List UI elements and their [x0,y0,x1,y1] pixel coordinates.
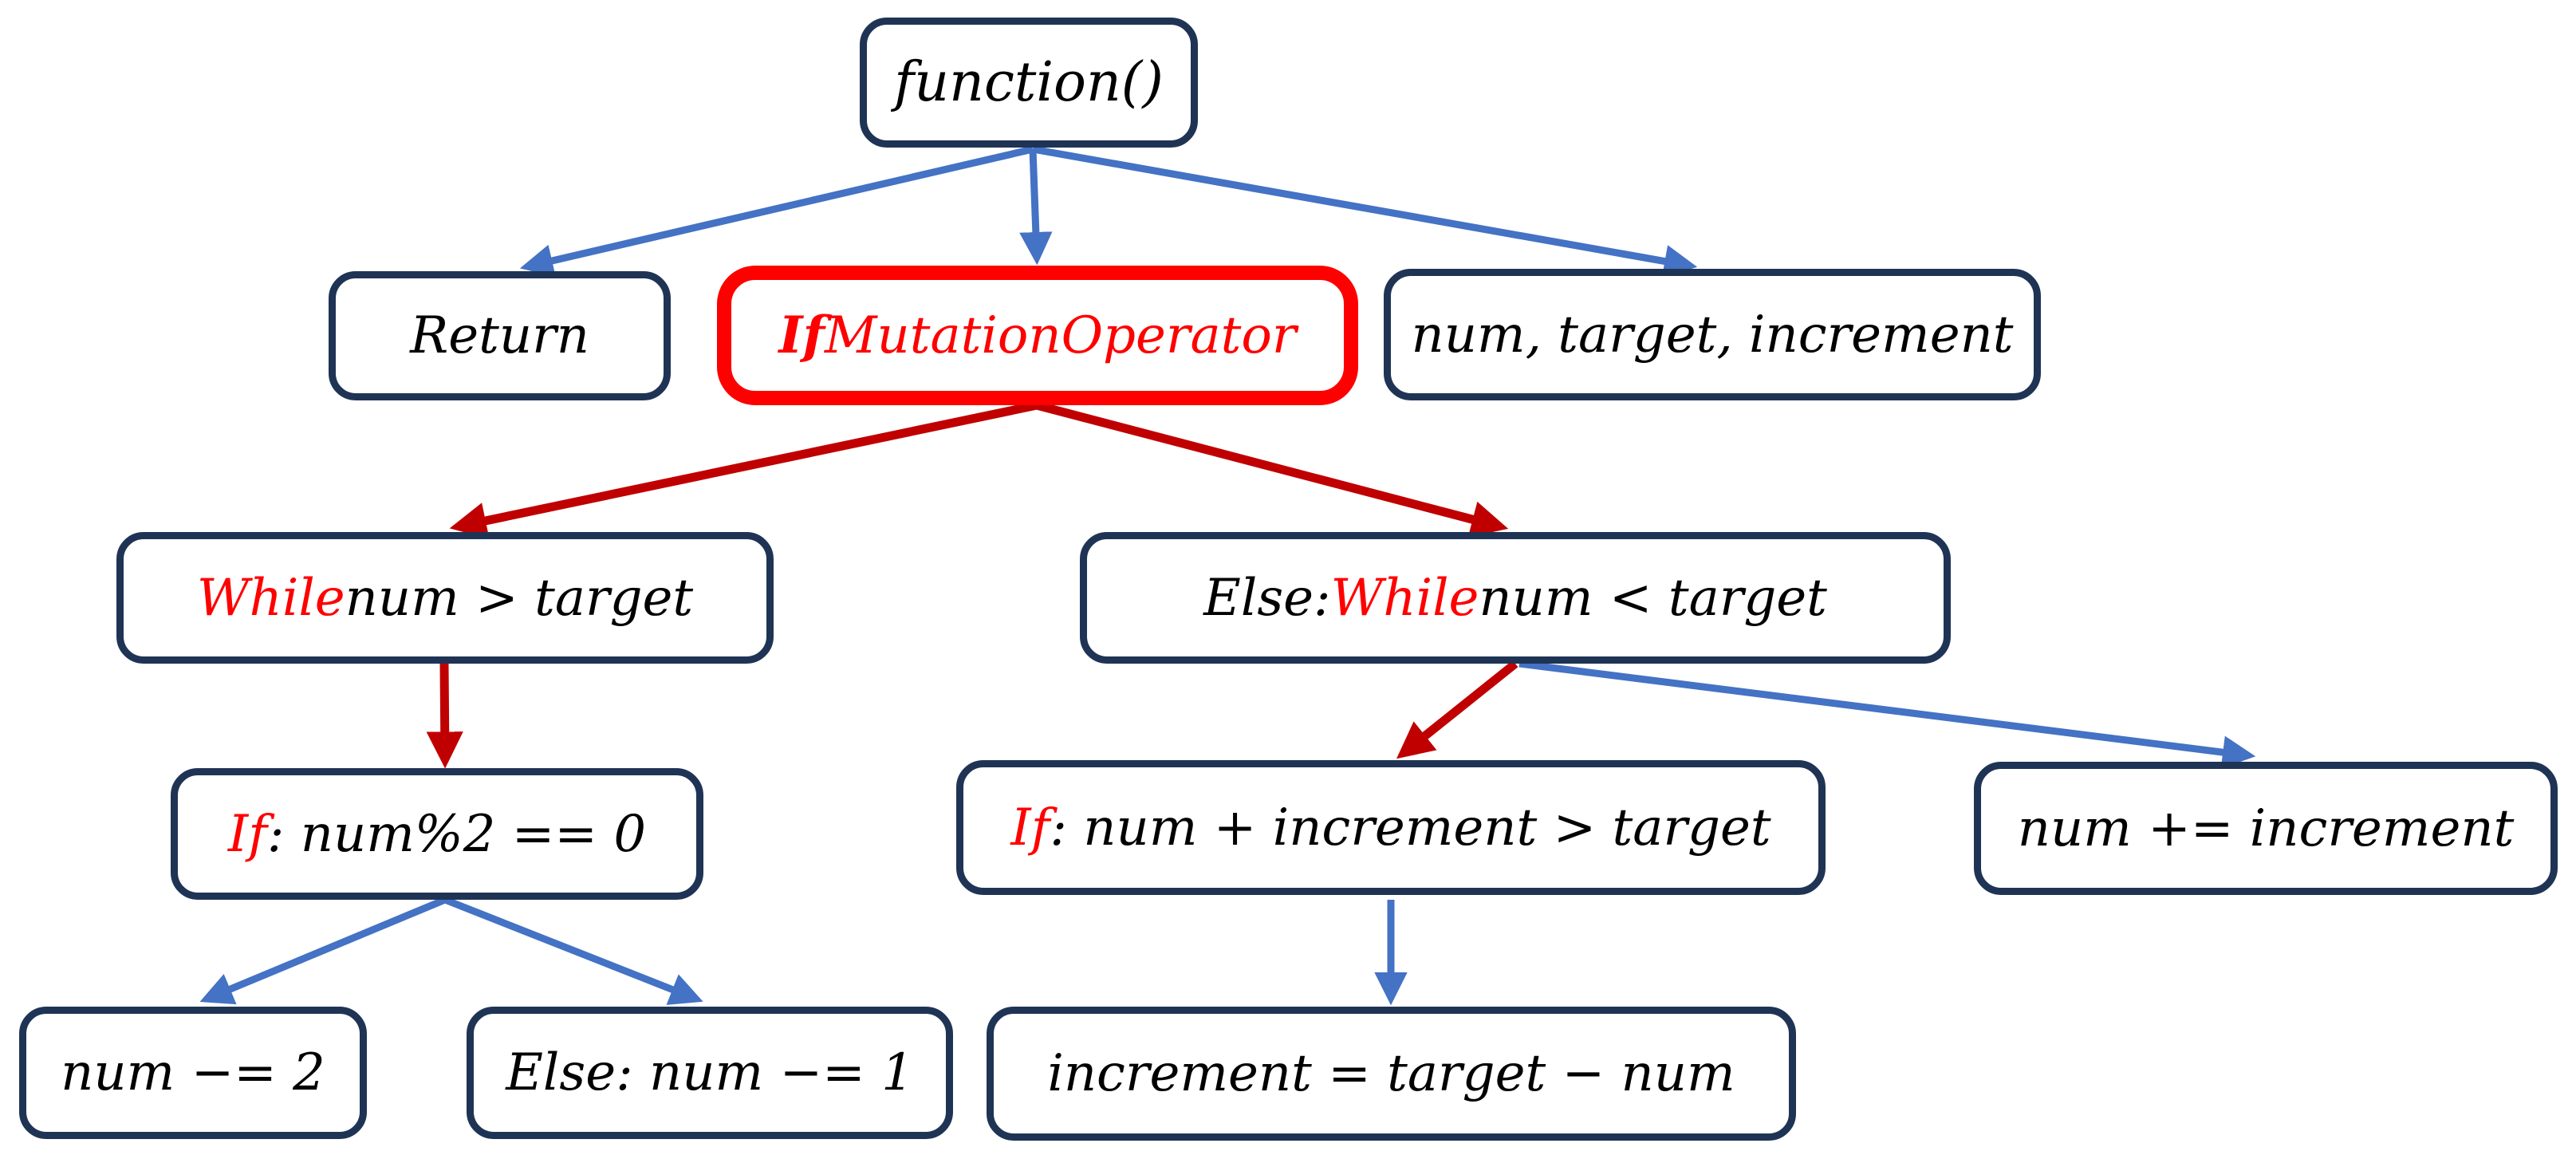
node-else-while-label: num < target [1479,568,1827,628]
edge-function-to-params [1032,145,1698,278]
node-return: Return [329,271,671,400]
node-if-num-plus-increment: If: num + increment > target [956,760,1826,895]
node-num-plus-equals-increment: num += increment [1974,762,2558,895]
edge-else-while-to-num-plus [1518,660,2256,769]
node-if-mod-label: : num%2 == 0 [266,804,647,864]
edge-mutation-to-else-while [1035,400,1509,538]
node-else-while-num-lt-target: Else:While num < target [1080,532,1951,664]
node-num-minus2-label: num −= 2 [61,1043,325,1102]
node-if-inc-label: : num + increment > target [1050,798,1771,857]
node-else-minus1-label: Else: num −= 1 [506,1043,914,1102]
node-params: num, target, increment [1384,269,2041,400]
node-mutation-keyword: If [778,306,825,365]
node-if-num-mod2: If: num%2 == 0 [171,768,703,900]
edge-if-mod-to-else-minus1 [443,896,703,1005]
edge-function-to-mutation [1019,148,1053,266]
node-function-label: function() [894,51,1164,114]
node-else-while-pre: Else: [1203,568,1331,628]
node-else-while-keyword: While [1330,568,1479,628]
node-while-gt-keyword: While [196,568,345,628]
node-increment-assign: increment = target − num [987,1007,1796,1141]
node-params-label: num, target, increment [1411,305,2014,365]
node-else-num-minus-equals-1: Else: num −= 1 [467,1007,953,1139]
edge-while-gt-to-if-mod [426,663,463,769]
edge-if-mod-to-num-minus2 [199,896,447,1005]
edge-function-to-return [519,145,1034,278]
node-num-plus-label: num += increment [2017,798,2515,858]
node-return-label: Return [410,306,589,365]
node-function: function() [860,18,1198,148]
node-if-mod-keyword: If [227,804,267,864]
edge-mutation-to-while-gt [449,400,1038,539]
node-mutation-label: MutationOperator [825,306,1297,365]
node-if-mutation-operator: If MutationOperator [717,266,1358,405]
node-if-inc-keyword: If [1010,798,1050,857]
node-while-num-gt-target: While num > target [116,532,774,664]
edge-else-while-to-if-inc [1396,660,1518,759]
node-num-minus-equals-2: num −= 2 [19,1007,367,1139]
node-while-gt-label: num > target [345,568,694,628]
node-inc-assign-label: increment = target − num [1047,1044,1735,1103]
